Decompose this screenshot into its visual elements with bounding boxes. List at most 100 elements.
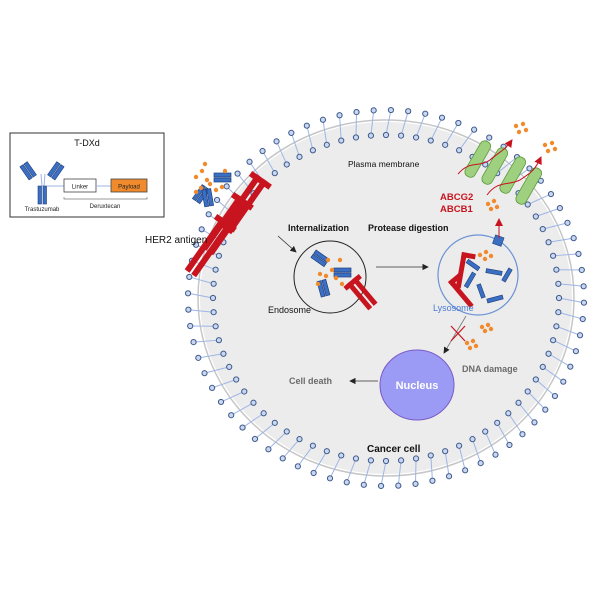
phospholipid	[192, 241, 222, 259]
lipid-head	[241, 388, 248, 395]
internalization-arrow	[277, 235, 297, 253]
lipid-head	[336, 112, 343, 119]
phospholipid	[412, 455, 420, 488]
phospholipid	[195, 350, 227, 361]
lipid-head	[303, 122, 310, 129]
lipid-head	[367, 457, 375, 464]
blocked-x-icon	[450, 325, 466, 342]
lipid-head	[326, 475, 334, 482]
lipid-head	[572, 348, 580, 355]
payload-release-arrow	[443, 315, 467, 354]
lipid-head	[338, 137, 345, 144]
lipid-head	[226, 363, 233, 370]
lipid-head	[492, 451, 499, 458]
lipid-head	[338, 452, 345, 459]
phospholipid	[482, 428, 499, 458]
lipid-head	[185, 306, 192, 313]
lipid-head	[553, 266, 560, 273]
nucleus-label: Nucleus	[396, 380, 439, 392]
abcb1-label: ABCB1	[440, 204, 473, 215]
trastuzumab-label: Trastuzumab	[25, 207, 60, 213]
lysosome	[437, 234, 519, 316]
phospholipid	[279, 436, 303, 462]
phospholipid	[442, 119, 462, 148]
lipid-head	[539, 363, 546, 370]
lipid-head	[445, 473, 453, 480]
payload-dots-nucleus	[464, 322, 494, 351]
lipid-head	[367, 132, 375, 139]
phospholipid	[319, 116, 330, 148]
lipid-head	[575, 250, 582, 257]
lipid-head	[271, 170, 278, 177]
lipid-head	[273, 138, 280, 145]
phospholipid	[427, 452, 436, 484]
protease-digestion-label: Protease digestion	[368, 223, 449, 233]
lipid-head	[184, 290, 192, 297]
her2-label: HER2 antigen	[145, 235, 207, 246]
lipid-head	[477, 460, 484, 467]
lipid-head	[462, 467, 469, 474]
lipid-head	[210, 280, 217, 287]
lipid-head	[550, 337, 557, 344]
lipid-head	[239, 424, 246, 431]
lipid-head	[442, 141, 449, 148]
lipid-head	[580, 299, 588, 306]
phospholipid	[397, 108, 412, 139]
lipid-head	[482, 428, 489, 435]
legend-box: T-DXd Linker Payload Trastuzumab Deruxte…	[9, 132, 165, 218]
lipid-head	[370, 107, 377, 114]
phospholipid	[532, 376, 559, 400]
payload-dots-efflux	[485, 121, 558, 212]
lipid-head	[455, 119, 462, 127]
lipid-head	[494, 419, 501, 426]
lipid-head	[539, 226, 546, 233]
phospholipid	[555, 280, 587, 290]
phospholipid	[545, 235, 577, 246]
transporter-small	[492, 234, 505, 247]
linker-label: Linker	[72, 185, 88, 191]
lipid-head	[456, 442, 463, 449]
phospholipid	[251, 419, 278, 443]
lipid-head	[209, 294, 217, 302]
lipid-head	[486, 134, 493, 141]
phospholipid	[555, 309, 586, 323]
lipid-head	[323, 448, 330, 455]
lipid-head	[352, 134, 360, 141]
lysosome-label: Lysosome	[433, 303, 474, 313]
phospholipid	[190, 337, 222, 346]
phospholipid	[456, 442, 469, 474]
lipid-head	[519, 431, 526, 438]
lipid-head	[515, 399, 522, 406]
lipid-head	[456, 147, 463, 154]
payload-box	[110, 178, 148, 193]
her2-receptors	[184, 170, 272, 278]
efflux-arrow-2	[486, 156, 542, 196]
lipid-head	[279, 455, 286, 462]
phospholipid	[201, 363, 233, 377]
lipid-head	[524, 388, 531, 395]
lipid-head	[310, 469, 317, 477]
lipid-head	[567, 363, 574, 370]
dna-damage-label: DNA damage	[462, 364, 518, 374]
lipid-head	[220, 350, 227, 357]
lipid-head	[259, 147, 266, 155]
cancer-cell-label: Cancer cell	[367, 444, 421, 455]
lipid-head	[205, 211, 212, 218]
lipid-head	[186, 273, 193, 281]
lipid-head	[579, 315, 586, 323]
lipid-head	[198, 226, 205, 233]
phospholipid	[326, 452, 345, 482]
lipid-head	[212, 323, 219, 330]
membrane-line	[197, 119, 575, 477]
lipid-head	[233, 376, 240, 383]
phospholipid	[427, 114, 446, 144]
lipid-head	[213, 196, 221, 204]
lipid-head	[309, 147, 316, 154]
lipid-head	[532, 376, 539, 383]
lipid-head	[545, 239, 552, 246]
lipid-head	[353, 108, 360, 116]
phospholipid	[494, 419, 513, 449]
phospholipid	[273, 138, 290, 168]
lipid-head	[505, 410, 512, 417]
